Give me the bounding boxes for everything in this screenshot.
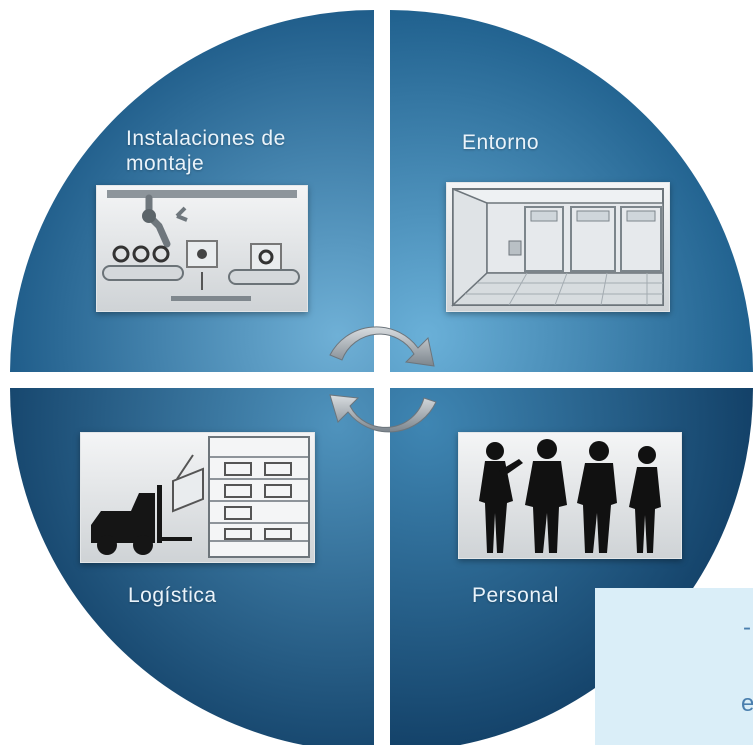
workers-icon [458,432,682,559]
note-text-top: - [743,614,751,641]
label-logistics: Logística [128,584,217,607]
label-personnel: Personal [472,584,559,607]
label-installations: Instalaciones de montaje [126,126,286,176]
note-box: - e [595,588,753,745]
label-installations-line1: Instalaciones de [126,127,286,150]
factory-room-icon [446,182,670,312]
label-installations-line2: montaje [126,152,205,175]
cycle-arrows-icon [329,326,437,433]
label-environment: Entorno [462,131,540,154]
forklift-warehouse-icon [80,432,315,563]
assembly-line-icon [96,185,308,312]
note-text-bottom: e [741,690,753,717]
